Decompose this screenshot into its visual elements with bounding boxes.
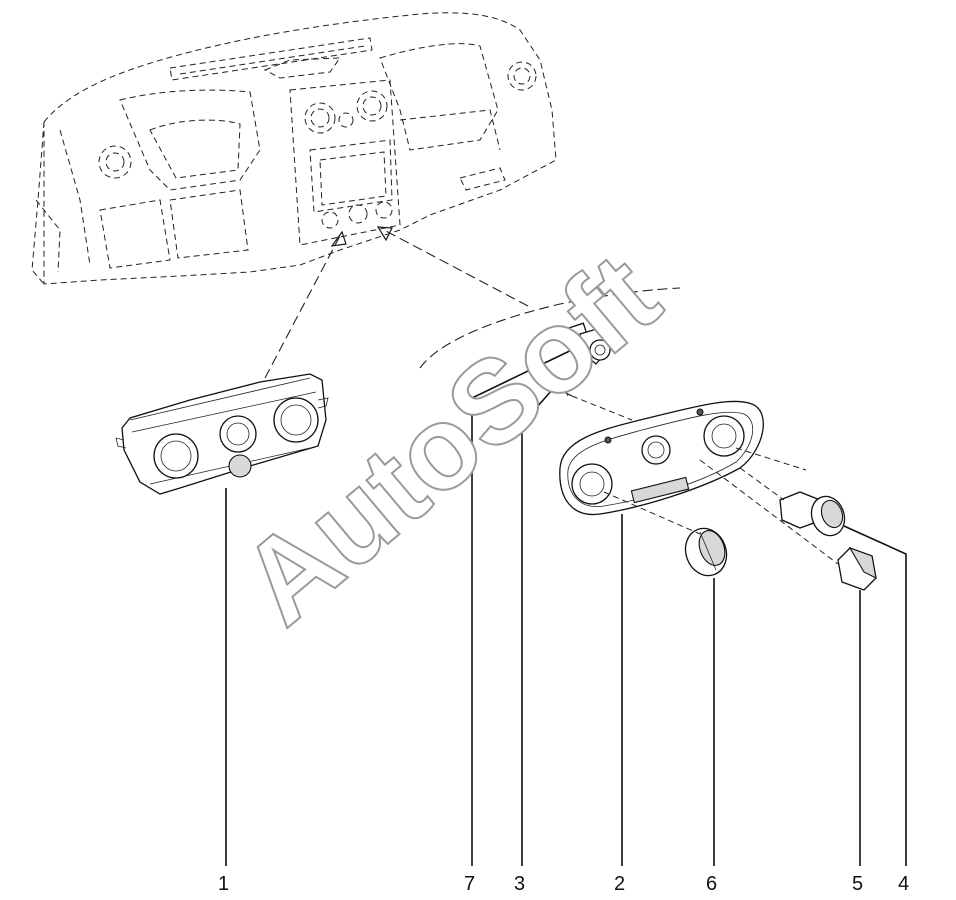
leader-lines	[225, 345, 907, 866]
rotary-knob	[603, 491, 728, 577]
dashboard-outline	[31, 12, 557, 285]
screw	[547, 381, 633, 421]
front-panel-bezel	[559, 400, 764, 516]
callout-labels: 1 7 3 2 6 5 4	[218, 873, 909, 895]
mounting-arrows	[264, 226, 681, 379]
bulb-holder	[563, 322, 613, 365]
callout-1: 1	[218, 873, 229, 895]
callout-7: 7	[464, 873, 475, 895]
control-unit-assembly	[115, 373, 329, 495]
callout-2: 2	[614, 873, 625, 895]
callout-3: 3	[514, 873, 525, 895]
callout-5: 5	[852, 873, 863, 895]
callout-4: 4	[898, 873, 909, 895]
rotary-switch	[735, 447, 846, 537]
push-button	[699, 459, 877, 591]
callout-6: 6	[706, 873, 717, 895]
